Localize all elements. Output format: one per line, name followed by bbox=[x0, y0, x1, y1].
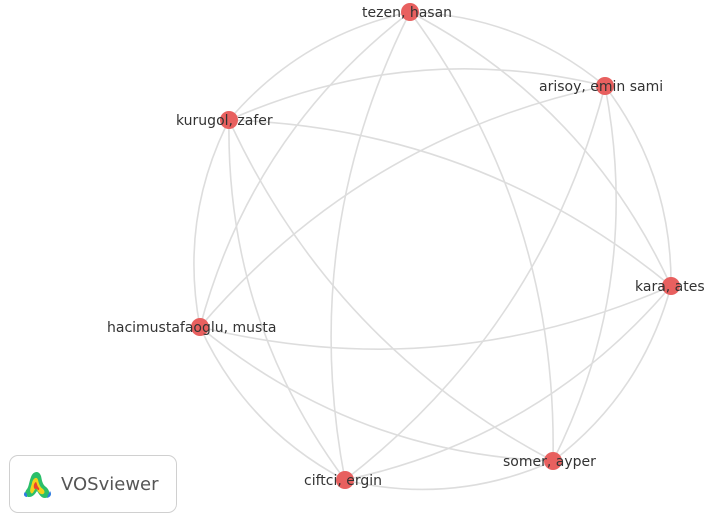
node-somer-label: somer, ayper bbox=[503, 454, 596, 470]
node-arisoy-circle[interactable] bbox=[596, 77, 614, 95]
edge-tezen-kurugol bbox=[228, 11, 411, 121]
edge-tezen-kara bbox=[409, 11, 672, 287]
node-kurugol-label: kurugol, zafer bbox=[176, 113, 273, 129]
edge-kurugol-ciftci bbox=[228, 119, 346, 481]
node-kara-circle[interactable] bbox=[662, 277, 680, 295]
node-kurugol-circle[interactable] bbox=[220, 111, 238, 129]
node-arisoy[interactable]: arisoy, emin sami bbox=[539, 77, 663, 95]
edge-kurugol-kara bbox=[228, 119, 672, 287]
node-ciftci[interactable]: ciftci, ergin bbox=[304, 471, 382, 489]
edge-tezen-ciftci bbox=[330, 11, 411, 481]
edge-arisoy-kurugol bbox=[228, 68, 606, 121]
edge-kurugol-hacimustafaoglu bbox=[193, 119, 230, 328]
edge-hacimustafaoglu-ciftci bbox=[199, 326, 346, 481]
node-tezen[interactable]: tezen, hasan bbox=[362, 3, 452, 21]
node-somer[interactable]: somer, ayper bbox=[503, 452, 596, 470]
node-hacimustafaoglu-circle[interactable] bbox=[191, 318, 209, 336]
edge-somer-ciftci bbox=[344, 460, 554, 491]
edge-kurugol-somer bbox=[228, 119, 554, 462]
node-somer-circle[interactable] bbox=[544, 452, 562, 470]
node-tezen-circle[interactable] bbox=[401, 3, 419, 21]
node-ciftci-circle[interactable] bbox=[336, 471, 354, 489]
network-nodes: tezen, hasan arisoy, emin sami kurugol, za… bbox=[107, 3, 704, 489]
network-edges bbox=[193, 11, 672, 491]
vosviewer-badge[interactable]: VOSviewer bbox=[9, 455, 177, 513]
edge-tezen-hacimustafaoglu bbox=[199, 11, 411, 328]
edge-tezen-arisoy bbox=[409, 11, 606, 87]
edge-hacimustafaoglu-somer bbox=[199, 326, 554, 462]
edge-kara-hacimustafaoglu bbox=[199, 285, 672, 350]
edge-arisoy-ciftci bbox=[344, 85, 606, 481]
node-kara[interactable]: kara, ates bbox=[635, 277, 704, 295]
node-kara-label: kara, ates bbox=[635, 279, 704, 295]
edge-kara-ciftci bbox=[344, 285, 672, 481]
vosviewer-logo-icon bbox=[23, 471, 51, 498]
node-hacimustafaoglu[interactable]: hacimustafaoglu, musta bbox=[107, 318, 276, 336]
node-hacimustafaoglu-label: hacimustafaoglu, musta bbox=[107, 320, 276, 336]
node-arisoy-label: arisoy, emin sami bbox=[539, 79, 663, 95]
edge-arisoy-kara bbox=[604, 85, 672, 287]
vosviewer-label: VOSviewer bbox=[61, 473, 159, 495]
edge-arisoy-hacimustafaoglu bbox=[199, 85, 606, 328]
node-kurugol[interactable]: kurugol, zafer bbox=[176, 111, 273, 129]
node-tezen-label: tezen, hasan bbox=[362, 5, 452, 21]
edge-arisoy-somer bbox=[552, 85, 617, 462]
edge-kara-somer bbox=[552, 285, 672, 462]
edge-tezen-somer bbox=[409, 11, 554, 462]
node-ciftci-label: ciftci, ergin bbox=[304, 473, 382, 489]
